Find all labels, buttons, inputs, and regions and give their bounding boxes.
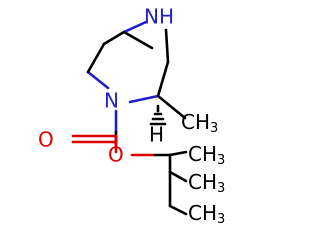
bond-ring-c2-nh (122, 20, 148, 34)
bond-tbu-top (168, 150, 188, 157)
atom-ch3-ring-main: CH (181, 110, 210, 134)
atom-ch3-bottom: CH3 (188, 201, 225, 227)
bond-ring-c3-c2 (122, 30, 154, 50)
bond-ring-c6-c5 (156, 60, 170, 98)
atom-ch3-top-main: CH (188, 142, 217, 166)
atom-ch3-ring: CH3 (181, 110, 218, 136)
atom-ch3-top: CH3 (188, 142, 225, 168)
atom-ch3-bottom-main: CH (188, 201, 217, 225)
bond-tbu-bottom (168, 204, 188, 216)
atom-h-stereo: H (149, 123, 164, 147)
bond-ring-c5-n (128, 94, 160, 104)
bond-ring-methyl (156, 94, 187, 120)
bond-ring-c4-c3 (86, 42, 106, 74)
atom-o-carbonyl: O (38, 128, 54, 152)
atom-ch3-bottom-sub: 3 (217, 212, 225, 227)
atom-o-ester: O (108, 143, 124, 167)
atom-ch3-ring-sub: 3 (210, 121, 218, 136)
bond-ring-n-c4 (86, 70, 110, 90)
atom-ch3-mid-sub: 3 (217, 181, 225, 196)
bond-ring-c3-c2-upper (102, 30, 126, 46)
bond-tbu-mid (168, 170, 188, 183)
atom-ch3-mid: CH3 (188, 170, 225, 196)
bond-ring-nh-c6 (164, 28, 170, 64)
atom-ch3-mid-main: CH (188, 170, 217, 194)
atom-n: N (104, 89, 119, 113)
structure-diagram: NH N O O H CH3 CH3 CH3 CH3 (38, 5, 225, 227)
atom-nh: NH (144, 5, 174, 29)
atom-ch3-top-sub: 3 (217, 153, 225, 168)
